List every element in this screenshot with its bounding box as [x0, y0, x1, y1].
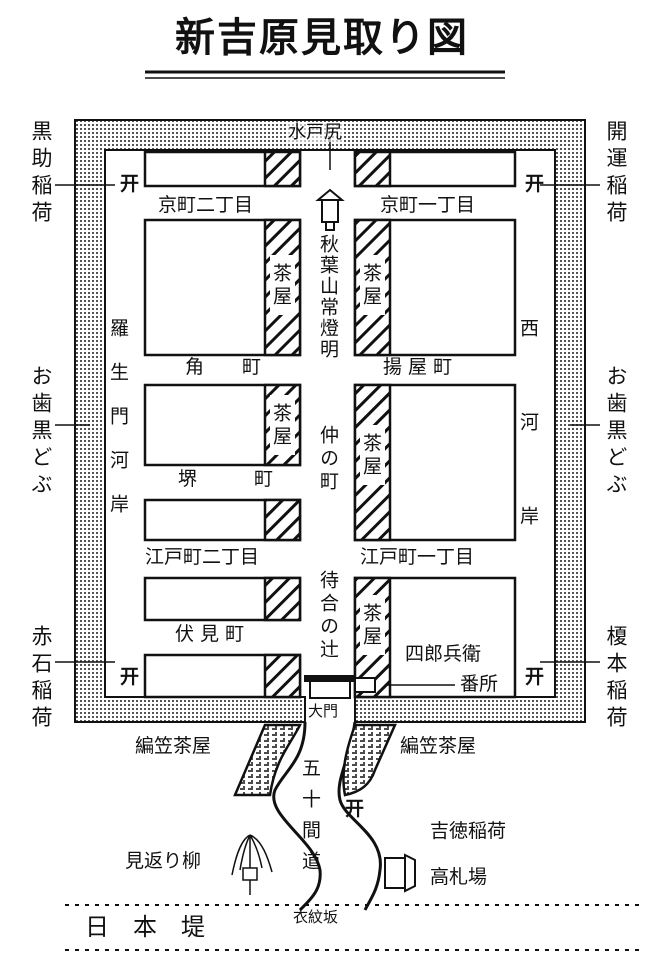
ohmon-label: 大門 [308, 702, 339, 720]
leader-lines [55, 138, 600, 686]
akiba-lantern-label: 秋葉山常燈明 [317, 234, 339, 360]
chaya-label: 茶屋 [360, 263, 382, 309]
amigasa-teahouses [233, 723, 397, 797]
chaya-label: 茶屋 [270, 403, 292, 449]
ageyacho-label: 揚 屋 町 [383, 356, 453, 378]
kyomachi1-label: 京町一丁目 [380, 194, 476, 216]
gojukken-michi-label: 五十間道 [299, 758, 321, 882]
emonzaka-label: 衣紋坂 [293, 908, 339, 926]
akaishi-inari-label: 赤石稲荷 [29, 625, 53, 733]
kurosuke-inari-label: 黒助稲荷 [29, 120, 53, 228]
edocho1-label: 江戸町一丁目 [360, 546, 475, 568]
nihonzutsumi-label: 日 本 堤 [85, 913, 205, 941]
suidojiri-label: 水戸尻 [288, 122, 342, 143]
kousatsuba-label: 高札場 [430, 866, 488, 888]
nishigashi-label: 西河岸 [517, 318, 539, 600]
shrine-icon: 开 [525, 173, 545, 195]
rashomon-gashi-label: 羅生門河岸 [107, 318, 129, 538]
edocho2-label: 江戸町二丁目 [145, 546, 260, 568]
bansho-label: 番所 [460, 673, 499, 695]
mikaeri-yanagi-label: 見返り柳 [125, 850, 202, 872]
enomoto-inari-label: 榎本稲荷 [604, 625, 628, 733]
nakanocho-label: 仲の町 [317, 425, 339, 494]
willow-icon [231, 834, 273, 895]
amigasa-chaya-left-label: 編笠茶屋 [135, 735, 212, 757]
sakaicho-label: 堺 町 [178, 468, 274, 490]
shirobei-label: 四郎兵衛 [405, 643, 482, 665]
fushimicho-label: 伏 見 町 [175, 623, 245, 645]
kaiun-inari-label: 開運稲荷 [604, 120, 628, 228]
ohaguro-dobu-left-label: お歯黒どぶ [29, 365, 53, 500]
chaya-label: 茶屋 [360, 603, 382, 649]
machiai-label: 待合の辻 [317, 570, 339, 662]
shrine-icon: 开 [120, 666, 140, 688]
yoshitoku-inari-label: 吉徳稲荷 [430, 820, 507, 842]
chaya-label: 茶屋 [270, 263, 292, 309]
shrine-icon: 开 [345, 798, 365, 820]
ohmon-gate [304, 675, 376, 699]
chaya-label-bg [270, 255, 385, 655]
ohaguro-dobu-right-label: お歯黒どぶ [604, 365, 628, 500]
kousatsu-icon [384, 853, 416, 893]
shrine-icon: 开 [120, 173, 140, 195]
title-underline [145, 70, 505, 79]
map-title: 新吉原見取り図 [175, 14, 469, 61]
amigasa-chaya-right-label: 編笠茶屋 [400, 735, 477, 757]
sumicho-label: 角 町 [185, 356, 262, 378]
kyomachi2-label: 京町二丁目 [158, 194, 254, 216]
chaya-label: 茶屋 [360, 433, 382, 479]
shrine-icon: 开 [525, 666, 545, 688]
lantern-icon [315, 188, 345, 231]
